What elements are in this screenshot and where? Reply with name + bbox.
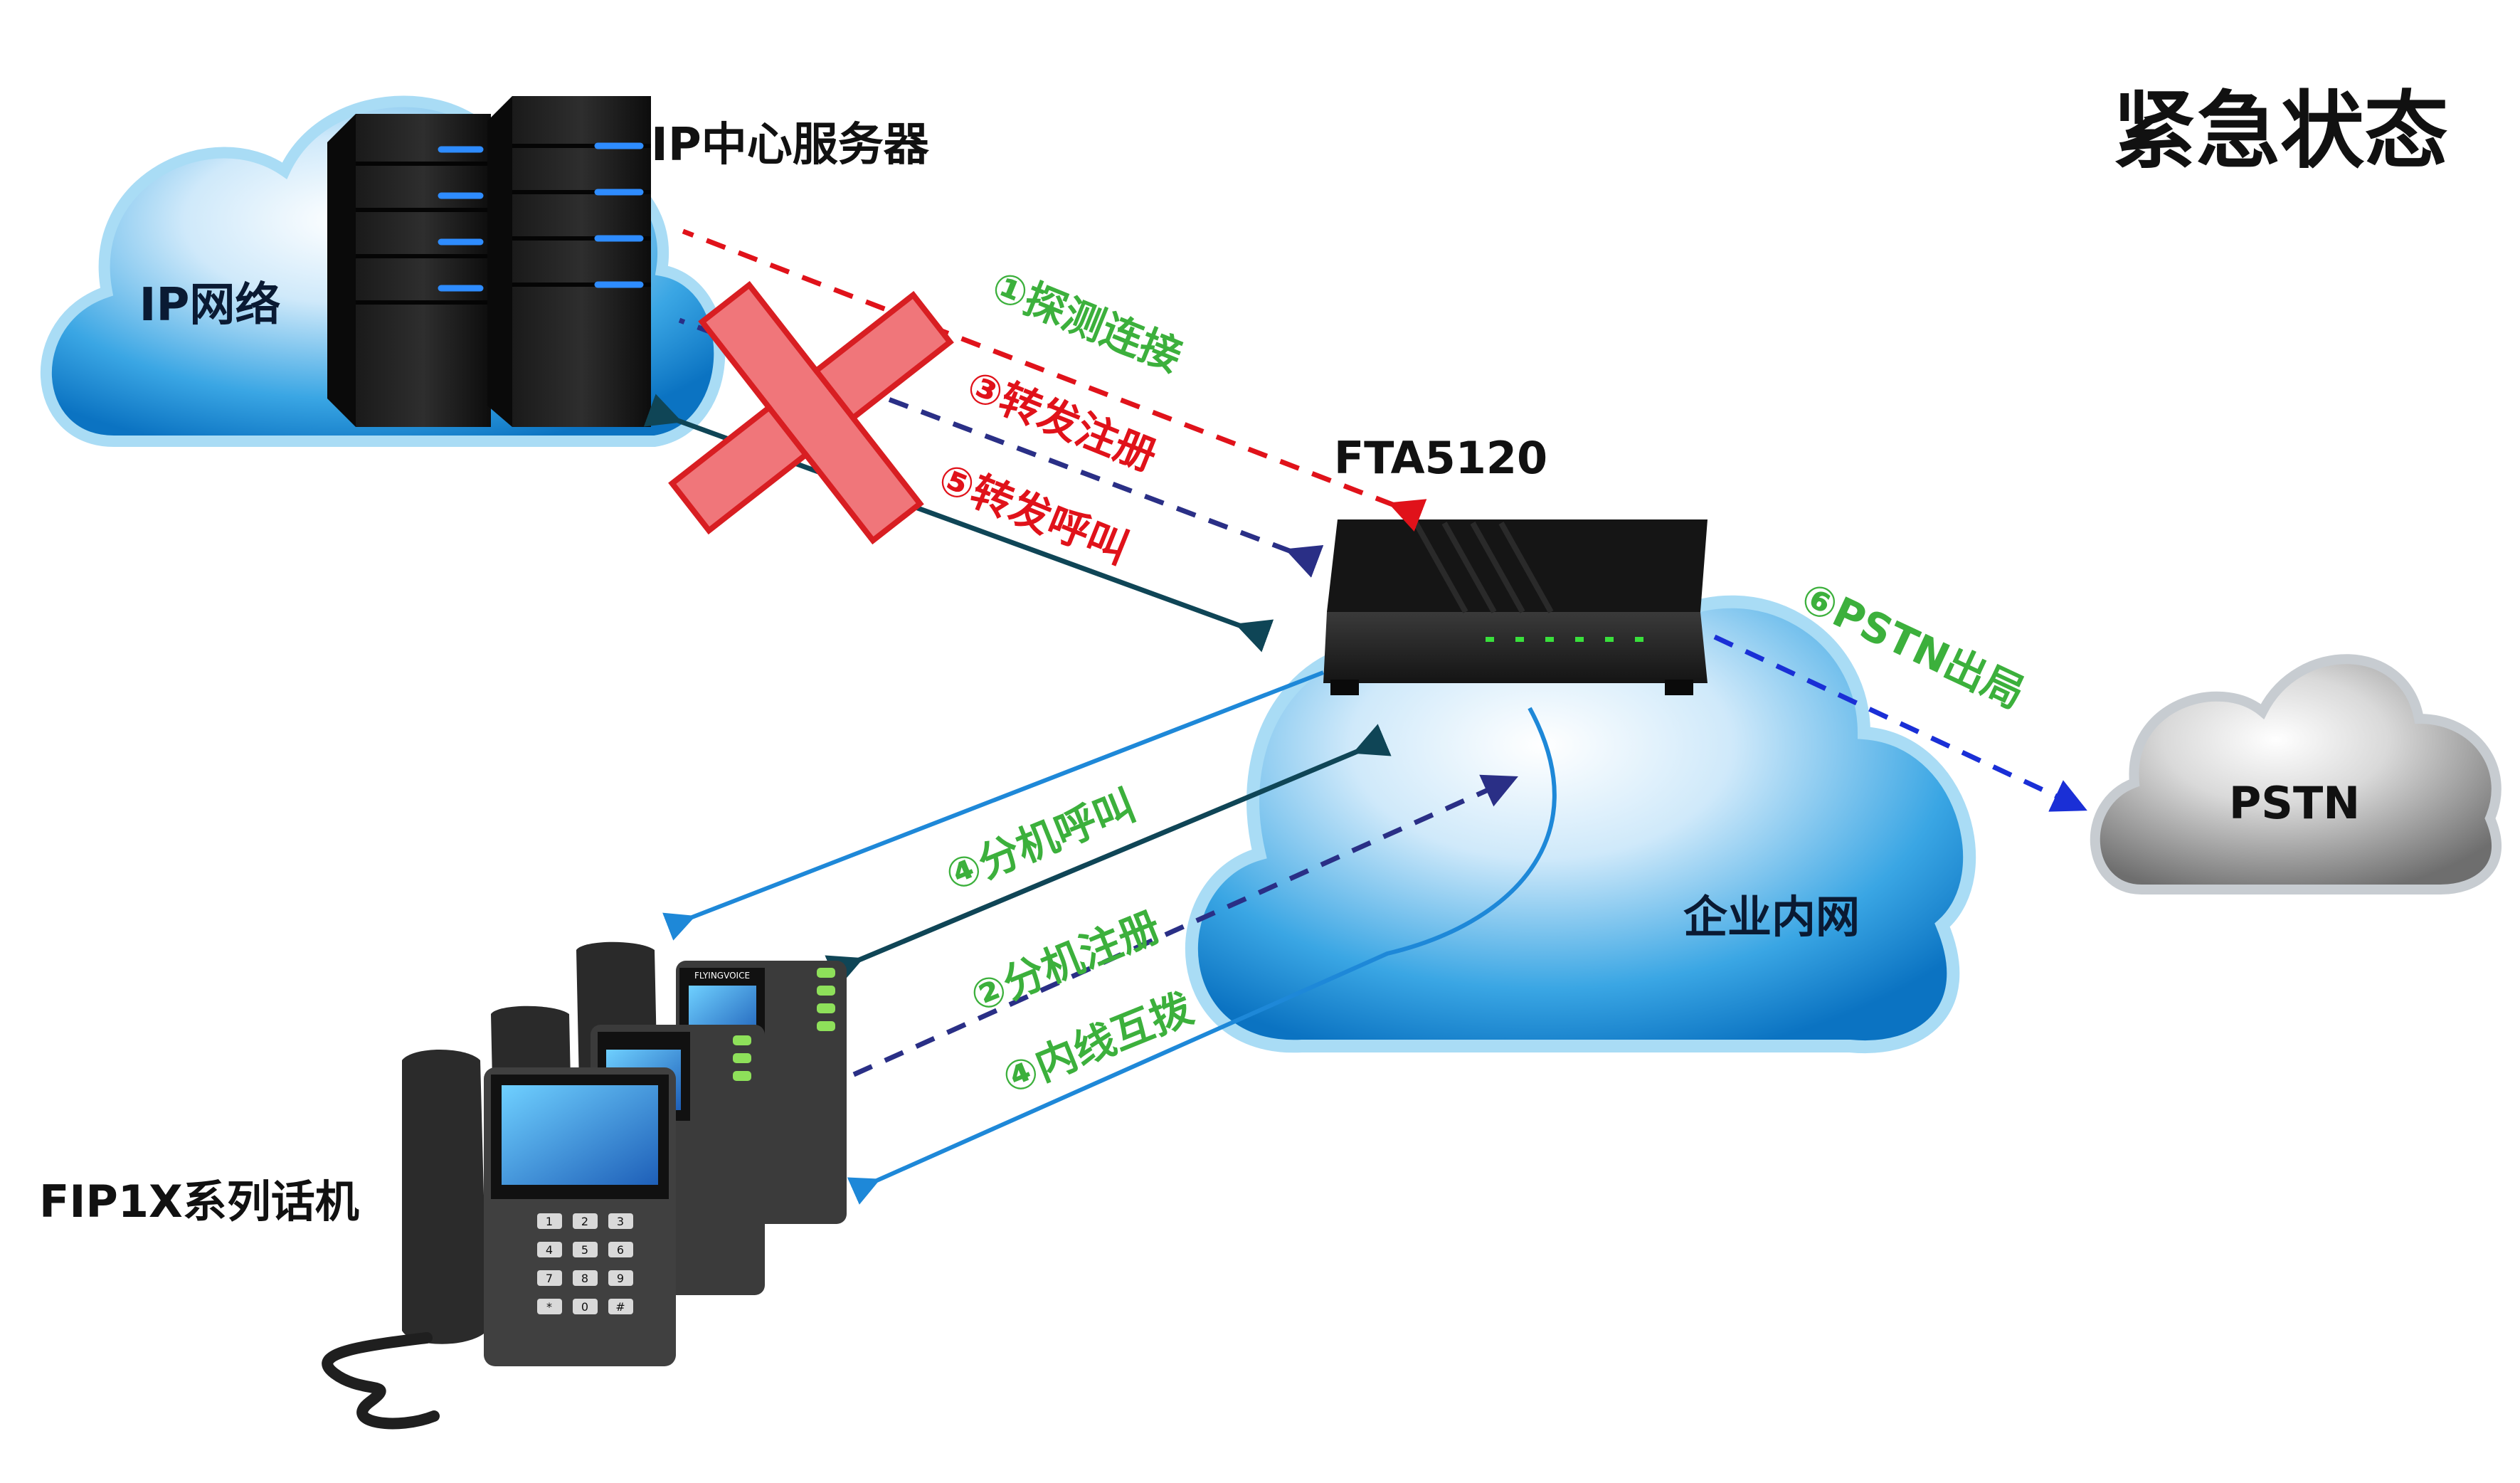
phone-cord [322, 1332, 440, 1430]
ext-call-arrow-in [825, 724, 1392, 988]
internal-dial-arrow [847, 707, 1557, 1205]
fta5120-device [1323, 519, 1708, 695]
key-9: 9 [617, 1272, 624, 1285]
pstn-label: PSTN [2229, 777, 2360, 829]
page-title: 紧急状态 [2112, 82, 2448, 180]
key-7: 7 [546, 1272, 553, 1285]
probe-label: ①探测连接 [985, 261, 1188, 381]
key-star: * [546, 1300, 552, 1314]
key-4: 4 [546, 1243, 553, 1257]
key-1: 1 [546, 1215, 553, 1228]
ext-register-arrow [852, 774, 1518, 1077]
key-2: 2 [581, 1215, 588, 1228]
forward-call-label: ⑤转发呼叫 [931, 453, 1135, 573]
phones-label: FIP1X系列话机 [39, 1176, 359, 1228]
enterprise-label: 企业内网 [1683, 891, 1860, 943]
red-cross-icon [668, 280, 954, 545]
key-3: 3 [617, 1215, 624, 1228]
key-5: 5 [581, 1243, 588, 1257]
key-0: 0 [581, 1300, 588, 1314]
phone-brand: FLYINGVOICE [694, 971, 750, 981]
key-8: 8 [581, 1272, 588, 1285]
key-hash: # [615, 1300, 625, 1314]
ip-network-label: IP网络 [139, 279, 281, 332]
server-icon [327, 96, 651, 427]
probe-arrow [682, 228, 1427, 532]
device-label: FTA5120 [1334, 432, 1547, 484]
ip-server-label: IP中心服务器 [651, 119, 930, 171]
pstn-cloud [2090, 654, 2502, 894]
key-6: 6 [617, 1243, 624, 1257]
keypad [537, 1213, 633, 1314]
ip-phone-front: 1 2 3 4 5 6 7 8 9 * 0 # [322, 1050, 676, 1430]
